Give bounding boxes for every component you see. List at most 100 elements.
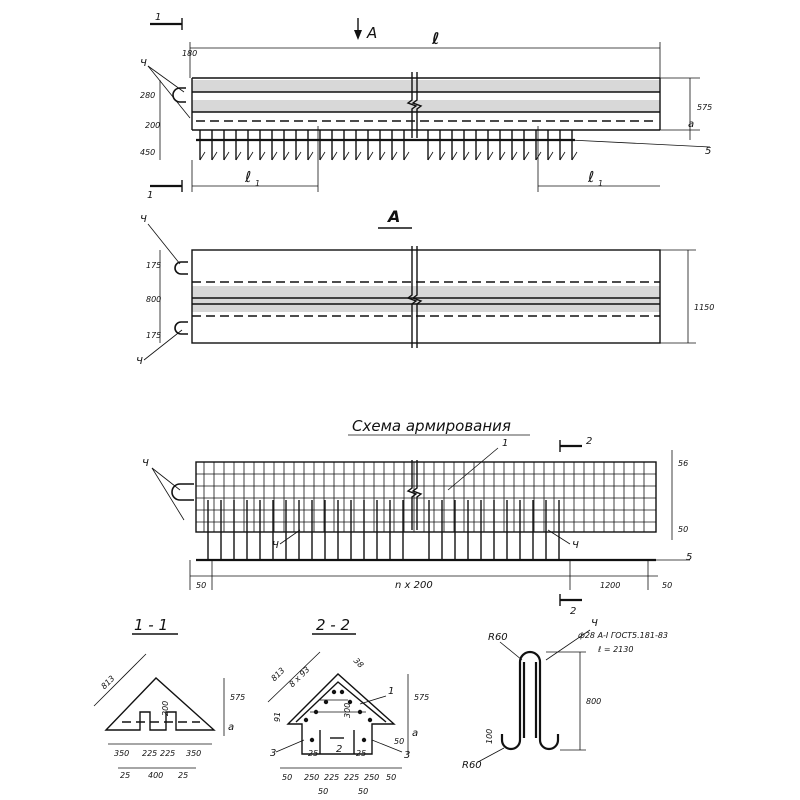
svg-text:91: 91 xyxy=(273,712,282,722)
section-1-1-title: 1 - 1 xyxy=(134,616,168,634)
loop-mark: Ч xyxy=(591,618,598,629)
svg-text:225: 225 xyxy=(142,749,157,758)
svg-text:3: 3 xyxy=(404,750,410,761)
loop-hook-right xyxy=(538,734,560,751)
svg-text:2: 2 xyxy=(336,744,342,755)
l1-left: ℓ xyxy=(244,168,251,186)
loop-length: ℓ = 2130 xyxy=(597,645,633,654)
svg-text:3: 3 xyxy=(270,748,276,759)
section-2-2-title: 2 - 2 xyxy=(316,616,350,634)
loop-bar xyxy=(518,650,542,740)
reinforcement-title: Схема армирования xyxy=(352,417,511,435)
rebar-dot xyxy=(323,699,329,705)
lifting-loop-top xyxy=(174,261,188,275)
mesh-anchor-label: 5 xyxy=(686,552,692,563)
svg-text:1200: 1200 xyxy=(600,581,620,590)
svg-text:575: 575 xyxy=(414,693,429,702)
view-a-title: A xyxy=(386,207,400,226)
section-mark-top: 1 xyxy=(155,12,161,23)
svg-text:50: 50 xyxy=(318,787,328,796)
mesh-loop-label: Ч xyxy=(142,458,149,469)
rebar-dot xyxy=(339,689,345,695)
section-2-2-profile xyxy=(286,673,396,755)
reinforcement-scheme: Схема армирования Ч 1 2 2 Ч Ч 5 56 50 50 xyxy=(142,417,692,617)
svg-text:38: 38 xyxy=(352,656,366,670)
svg-text:225: 225 xyxy=(324,773,339,782)
view-label: A xyxy=(366,24,377,42)
svg-text:300: 300 xyxy=(343,703,352,718)
section-1-1: 1 - 1 813 200 575 a 350 225 225 350 25 4… xyxy=(93,616,245,780)
section-2-2-rebars xyxy=(303,689,373,743)
dim-top: 180 xyxy=(182,49,197,58)
dim-gap: 200 xyxy=(145,121,160,130)
svg-text:1: 1 xyxy=(598,179,603,188)
dim-pitch: n x 200 xyxy=(395,580,433,591)
svg-text:813: 813 xyxy=(99,674,116,691)
section-1-1-profile xyxy=(104,677,216,731)
rebar-dot xyxy=(357,709,363,715)
svg-text:225: 225 xyxy=(344,773,359,782)
svg-text:1: 1 xyxy=(255,179,260,188)
radius-top: R60 xyxy=(488,632,508,643)
radius-bottom: R60 xyxy=(462,760,482,771)
svg-text:250: 250 xyxy=(364,773,379,782)
rebar-dot xyxy=(331,689,337,695)
svg-text:50: 50 xyxy=(386,773,396,782)
section-mark-2-top: 2 xyxy=(586,436,592,447)
svg-text:50: 50 xyxy=(282,773,292,782)
svg-text:575: 575 xyxy=(230,693,245,702)
loop-label-top: Ч xyxy=(140,214,147,225)
svg-text:a: a xyxy=(412,728,418,739)
loop-detail: Ч ф28 А-I ГОСТ5.181-83 ℓ = 2130 R60 R60 … xyxy=(462,618,668,771)
svg-text:250: 250 xyxy=(304,773,319,782)
section-mark-2-bottom: 2 xyxy=(570,606,576,617)
svg-text:225: 225 xyxy=(160,749,175,758)
loop-hook-left xyxy=(500,734,522,751)
section-2-2-mesh xyxy=(295,681,387,723)
dim-height: 575 xyxy=(697,103,712,112)
mesh-part-label: 1 xyxy=(502,438,508,449)
rebar-dot xyxy=(303,717,309,723)
dim-total: 1150 xyxy=(694,303,714,312)
svg-text:25: 25 xyxy=(308,749,318,758)
break-line xyxy=(406,72,418,138)
svg-text:50: 50 xyxy=(662,581,672,590)
rebar-dot xyxy=(367,717,373,723)
rebar-dot xyxy=(347,699,353,705)
concrete-texture-mid xyxy=(192,100,660,112)
rebar-dot xyxy=(361,737,367,743)
section-mark-bottom: 1 xyxy=(147,190,153,201)
svg-text:813: 813 xyxy=(269,666,286,683)
dim-a: a xyxy=(688,119,694,130)
svg-text:56: 56 xyxy=(678,459,688,468)
mesh-loop-label-mid2: Ч xyxy=(572,540,579,551)
mesh-anchor-rods xyxy=(207,500,560,560)
loop-spec: ф28 А-I ГОСТ5.181-83 xyxy=(578,631,668,640)
mesh-loop-label-mid1: Ч xyxy=(272,540,279,551)
plan-outline xyxy=(191,249,661,344)
sec2-mesh-label: 1 xyxy=(388,686,394,697)
svg-text:800: 800 xyxy=(146,295,161,304)
svg-text:400: 400 xyxy=(148,771,163,780)
concrete-texture-top xyxy=(192,80,660,92)
svg-text:50: 50 xyxy=(394,737,404,746)
svg-text:25: 25 xyxy=(178,771,188,780)
dim-loop: 280 xyxy=(140,91,155,100)
rebar-dot xyxy=(309,737,315,743)
svg-text:350: 350 xyxy=(114,749,129,758)
dim-anchor: 450 xyxy=(140,148,155,157)
svg-text:8 x 93: 8 x 93 xyxy=(287,665,311,689)
anchor-label: 5 xyxy=(705,146,711,157)
anchor-rods xyxy=(199,130,578,161)
svg-text:25: 25 xyxy=(356,749,366,758)
svg-text:a: a xyxy=(228,722,234,733)
svg-text:200: 200 xyxy=(161,701,170,716)
reinforcement-mesh xyxy=(195,461,657,533)
svg-text:175: 175 xyxy=(146,331,161,340)
lifting-loop-bottom xyxy=(174,321,188,335)
section-2-2: 2 - 2 2 813 8 x 93 38 91 300 575 a 50 1 … xyxy=(267,616,429,796)
loop-label-bottom: Ч xyxy=(136,356,143,367)
svg-text:50: 50 xyxy=(678,525,688,534)
l1-right: ℓ xyxy=(587,168,594,186)
svg-text:50: 50 xyxy=(196,581,206,590)
